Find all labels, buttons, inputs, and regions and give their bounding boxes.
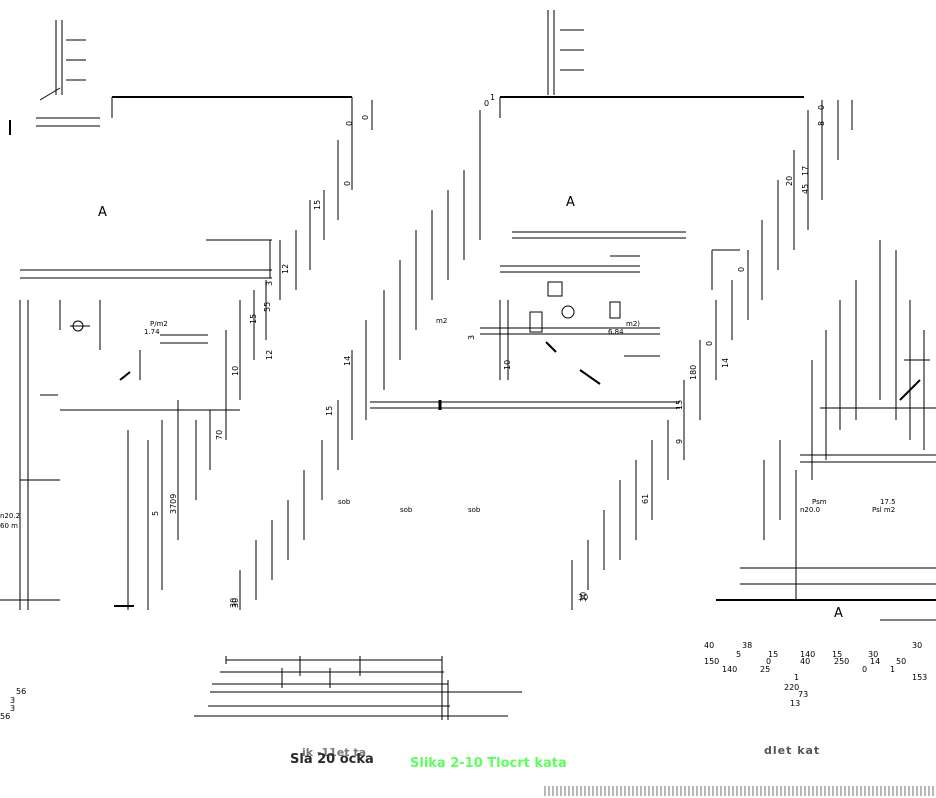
brdim-11: 250 [834, 657, 849, 666]
room-label-left-value: 1.74 [144, 328, 160, 336]
vdim-center-4: 30 [579, 592, 588, 602]
dimension-chains [194, 656, 522, 720]
vdim-center-12: 61 [641, 494, 650, 504]
room-label-center-sob-2: sob [400, 506, 413, 514]
vdim-left-8: 3 [265, 281, 274, 286]
misc-1: 1 [490, 93, 495, 102]
vdim-center-16: 17 [801, 166, 810, 176]
room-label-left-bottom-a: n20.2 [0, 512, 20, 520]
vdim-center-10: 0 [705, 341, 714, 346]
brdim-19: 50 [896, 657, 906, 666]
brdim-18: 0 [862, 665, 867, 674]
vdim-left-10: 0 [343, 181, 352, 186]
brdim-7: 25 [760, 665, 770, 674]
room-label-left-bottom-b: 60 m [0, 522, 18, 530]
room-label-center-m2b: m2) [626, 320, 640, 328]
brdim-10: 40 [800, 657, 810, 666]
dim-left-3b: 3 [10, 704, 15, 713]
vdim-left-2: 70 [215, 430, 224, 440]
brdim-0: 40 [704, 641, 714, 650]
vdim-left-3: 10 [231, 366, 240, 376]
bottom-right-dimensions: 40 5 150 140 38 15 0 25 140 15 40 250 1 … [704, 641, 927, 708]
brdim-6: 0 [766, 657, 771, 666]
dashed-strip [544, 786, 936, 796]
caption-left: Sla 20 ocka [290, 752, 374, 767]
section-mark-left: A [98, 205, 107, 220]
vdim-center-17: 0 [817, 105, 826, 110]
room-label-center-sob-1: sob [338, 498, 351, 506]
vdim-center-1: 14 [343, 356, 352, 366]
room-label-right-n: n20.0 [800, 506, 820, 514]
vdim-center-2: 15 [325, 406, 334, 416]
vdim-center-9: 14 [721, 358, 730, 368]
vdim-left-5: 15 [249, 314, 258, 324]
right-floor-plan [711, 240, 936, 621]
vdim-center-5: 10 [503, 360, 512, 370]
brdim-5: 15 [768, 650, 778, 659]
room-label-center-sob-3: sob [468, 506, 481, 514]
brdim-14: 73 [798, 690, 808, 699]
vdim-left-12: 0 [361, 115, 370, 120]
vdim-left-6: 55 [263, 302, 272, 312]
dim-left-56a: 56 [16, 687, 26, 696]
vdim-center-8: 15 [675, 400, 684, 410]
vdim-center-11: 0 [737, 267, 746, 272]
room-label-right-psm2: Psl m2 [872, 506, 895, 514]
brdim-21: 153 [912, 673, 927, 682]
dim-left-56b: 56 [0, 712, 10, 721]
vdim-left-11: 0 [345, 121, 354, 126]
misc-30-left: 30 [231, 598, 240, 608]
brdim-13: 220 [784, 683, 799, 692]
room-label-center-m2: m2 [436, 317, 447, 325]
brdim-17: 14 [870, 657, 880, 666]
caption-right: dlet kat [764, 744, 821, 757]
room-label-right-175: 17.5 [880, 498, 896, 506]
room-label-right-psm: Psm [812, 498, 827, 506]
brdim-22: 30 [912, 641, 922, 650]
vdim-left-0: 5 [151, 511, 160, 516]
brdim-20: 1 [890, 665, 895, 674]
vdim-center-13: 8 [817, 121, 826, 126]
section-mark-center: A [566, 195, 575, 210]
left-floor-plan [0, 20, 373, 610]
misc-30-center: 30 [578, 593, 588, 602]
vdim-center-15: 20 [785, 176, 794, 186]
brdim-16: 30 [868, 650, 878, 659]
center-floor-plan [239, 10, 853, 610]
section-mark-right: A [834, 606, 843, 621]
figure-caption: Slika 2-10 Tlocrt kata [410, 756, 567, 771]
brdim-2: 150 [704, 657, 719, 666]
brdim-4: 38 [742, 641, 752, 650]
vdim-center-0: 30 [229, 598, 238, 608]
vdim-center-14: 45 [801, 184, 810, 194]
vdim-center-7: 180 [689, 365, 698, 380]
brdim-3: 140 [722, 665, 737, 674]
room-label-center-value: 6.84 [608, 328, 624, 336]
brdim-8: 140 [800, 650, 815, 659]
brdim-15: 13 [790, 699, 800, 708]
misc-0: 0 [484, 99, 489, 108]
brdim-1: 5 [736, 650, 741, 659]
room-label-left-area: P/m2 [150, 320, 168, 328]
brdim-9: 15 [832, 650, 842, 659]
vdim-center-3: 3 [467, 335, 476, 340]
vdim-left-9: 15 [313, 200, 322, 210]
brdim-12: 1 [794, 673, 799, 682]
dim-left-3a: 3 [10, 696, 15, 705]
vdim-left-1: 3709 [169, 494, 178, 514]
vdim-left-7: 12 [281, 264, 290, 274]
vdim-left-4: 12 [265, 350, 274, 360]
vdim-center-6: 9 [675, 439, 684, 444]
caption-left-sub: ik -11et ta [302, 746, 367, 759]
